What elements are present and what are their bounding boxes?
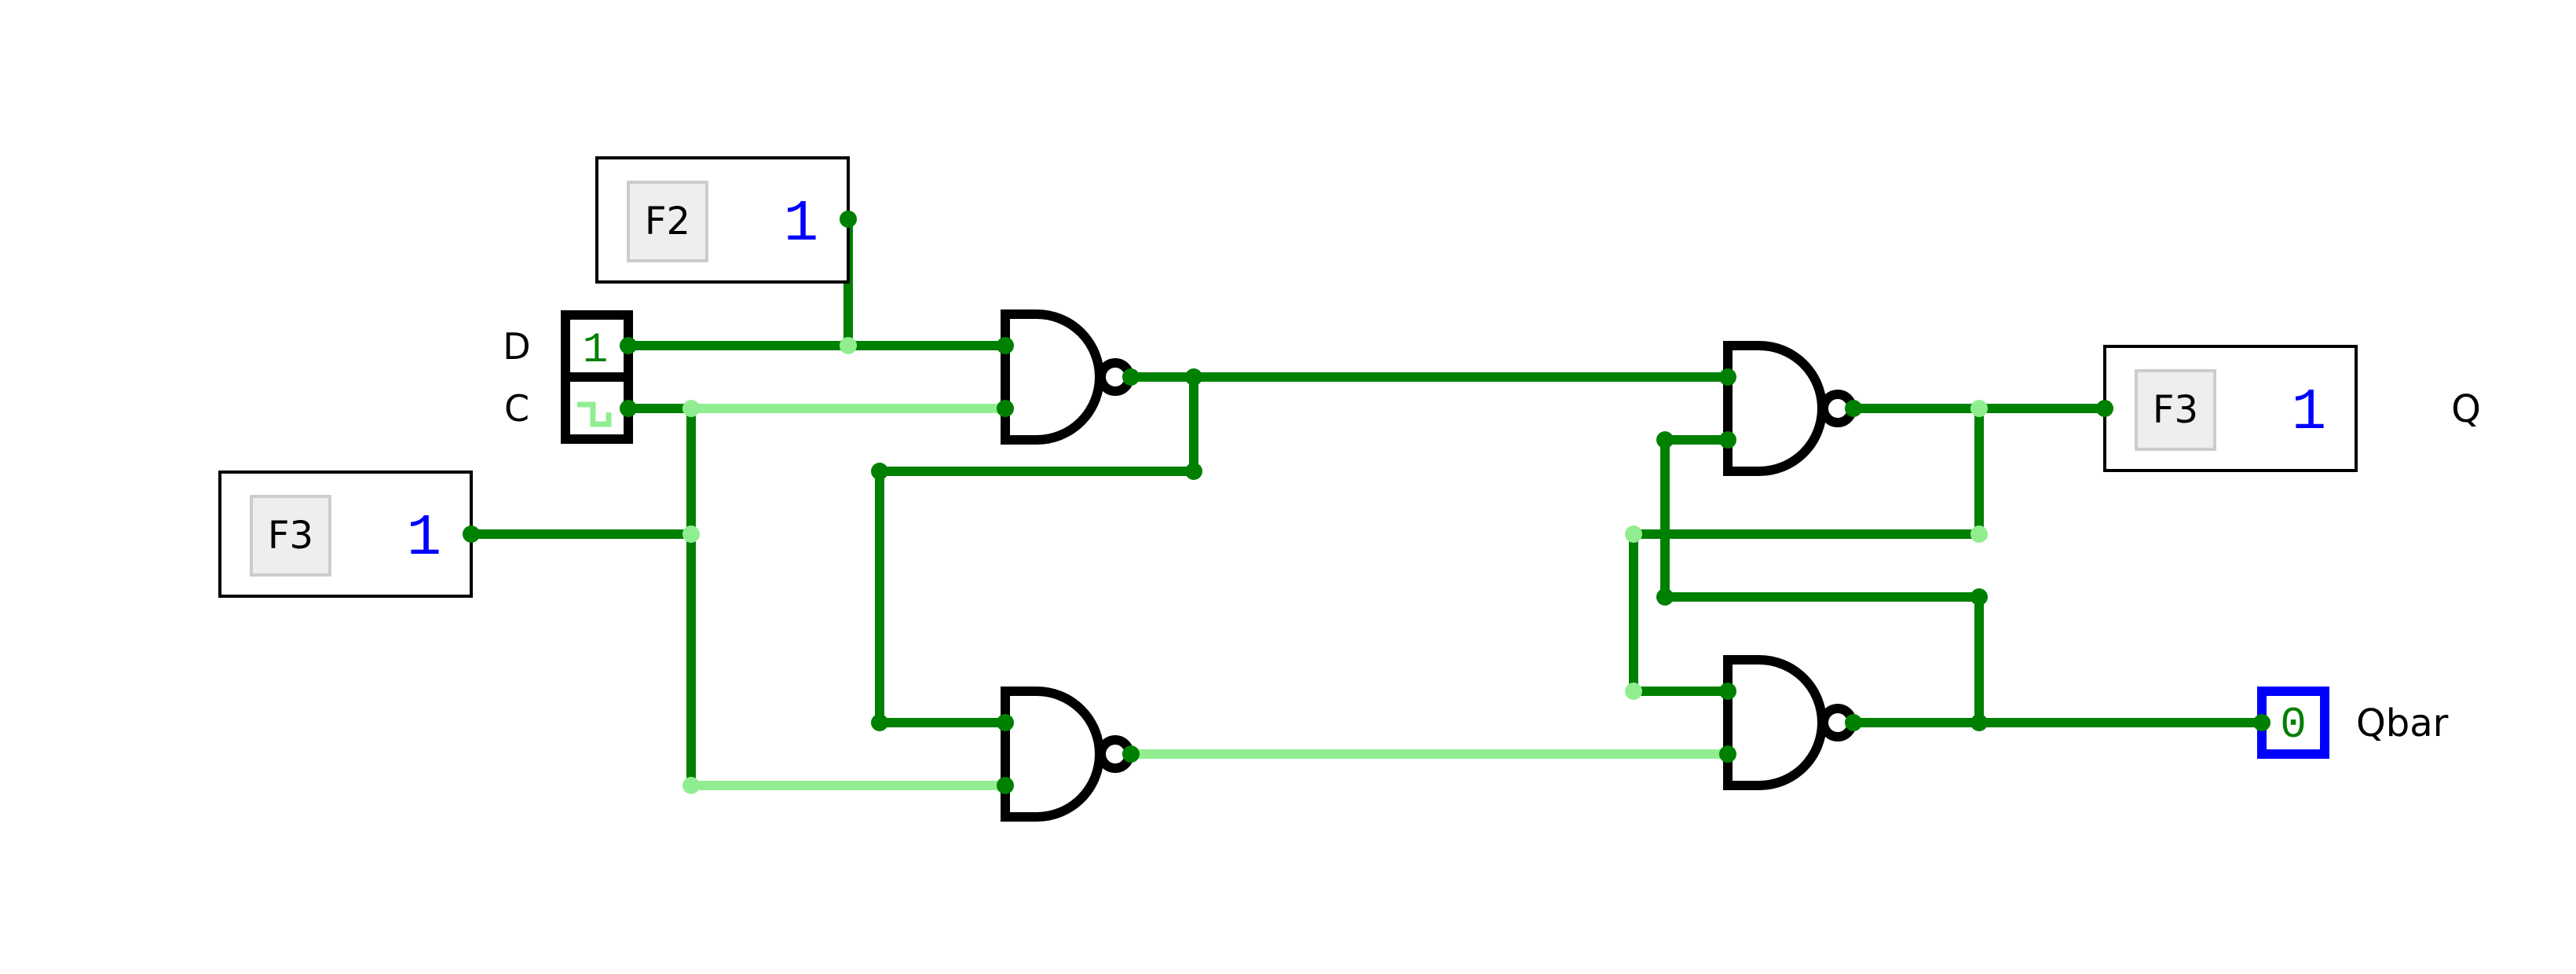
q-label: Q	[2451, 387, 2481, 431]
wire-junction[interactable]	[682, 525, 700, 543]
qbar-label: Qbar	[2356, 701, 2449, 745]
connection-pin[interactable]	[1122, 368, 1140, 386]
gates-layer	[1001, 309, 1857, 822]
nand-gate-2[interactable]	[1001, 687, 1134, 822]
wire-junction[interactable]	[1970, 525, 1988, 543]
wire-junction[interactable]	[871, 463, 888, 480]
connection-pin[interactable]	[2096, 400, 2113, 417]
nand-gate-3[interactable]	[1723, 341, 1857, 476]
connection-pin[interactable]	[463, 525, 480, 543]
wire-junction[interactable]	[1970, 588, 1988, 606]
connection-pin[interactable]	[997, 400, 1014, 417]
key-f2[interactable]: F2 1	[595, 156, 850, 284]
c-label: C	[504, 387, 529, 430]
dots-layer	[463, 211, 2270, 794]
connection-pin[interactable]	[997, 337, 1014, 354]
wire-junction[interactable]	[1185, 368, 1202, 386]
connection-pin[interactable]	[997, 714, 1014, 731]
connection-pin[interactable]	[1719, 745, 1736, 763]
wire-junction[interactable]	[1970, 400, 1988, 417]
key-f2-label: F2	[645, 200, 690, 244]
clock-waveform-icon[interactable]	[577, 401, 612, 427]
key-f3-right-label: F3	[2153, 388, 2198, 432]
connection-pin[interactable]	[620, 337, 637, 354]
dc-input-block: 1	[561, 310, 633, 444]
nand-gate-1[interactable]	[1001, 309, 1134, 445]
nand-body	[1001, 309, 1104, 445]
connection-pin[interactable]	[1845, 714, 1862, 731]
wire-junction[interactable]	[1656, 588, 1674, 606]
wire-junction[interactable]	[1625, 683, 1642, 700]
wire-junction[interactable]	[682, 400, 700, 417]
wire-junction[interactable]	[1185, 463, 1202, 480]
d-input-value: 1	[583, 327, 608, 375]
key-f3-right[interactable]: F3 1	[2103, 345, 2358, 472]
key-f3-right-badge[interactable]	[2135, 369, 2216, 451]
connection-pin[interactable]	[1719, 368, 1736, 386]
wire-junction[interactable]	[682, 777, 700, 794]
nand-gate-4[interactable]	[1723, 655, 1857, 790]
connection-pin[interactable]	[840, 211, 857, 228]
wire-junction[interactable]	[840, 337, 857, 354]
wire-junction[interactable]	[1625, 525, 1642, 543]
connection-pin[interactable]	[1719, 683, 1736, 700]
key-f2-value: 1	[784, 192, 818, 258]
connection-pin[interactable]	[1122, 745, 1140, 763]
nand-body	[1723, 655, 1827, 790]
connection-pin[interactable]	[2253, 714, 2270, 731]
key-f3-left[interactable]: F3 1	[218, 471, 473, 598]
qbar-probe-frame	[2257, 687, 2329, 759]
key-f3-right-value: 1	[2292, 380, 2326, 446]
wire-junction[interactable]	[1970, 714, 1988, 731]
nand-body	[1723, 341, 1827, 476]
qbar-probe: 0	[2257, 687, 2329, 759]
connection-pin[interactable]	[620, 400, 637, 417]
qbar-probe-value: 0	[2280, 700, 2307, 750]
key-f3-left-label: F3	[268, 514, 313, 558]
wire-junction[interactable]	[871, 714, 888, 731]
wire-junction[interactable]	[1656, 431, 1674, 449]
key-f3-left-badge[interactable]	[250, 495, 331, 577]
connection-pin[interactable]	[1845, 400, 1862, 417]
nand-body	[1001, 687, 1104, 822]
connection-pin[interactable]	[1719, 431, 1736, 449]
connection-pin[interactable]	[997, 777, 1014, 794]
wires-layer	[471, 219, 2262, 790]
d-label: D	[503, 325, 530, 368]
key-f2-badge[interactable]	[627, 181, 708, 262]
key-f3-left-value: 1	[407, 506, 441, 572]
